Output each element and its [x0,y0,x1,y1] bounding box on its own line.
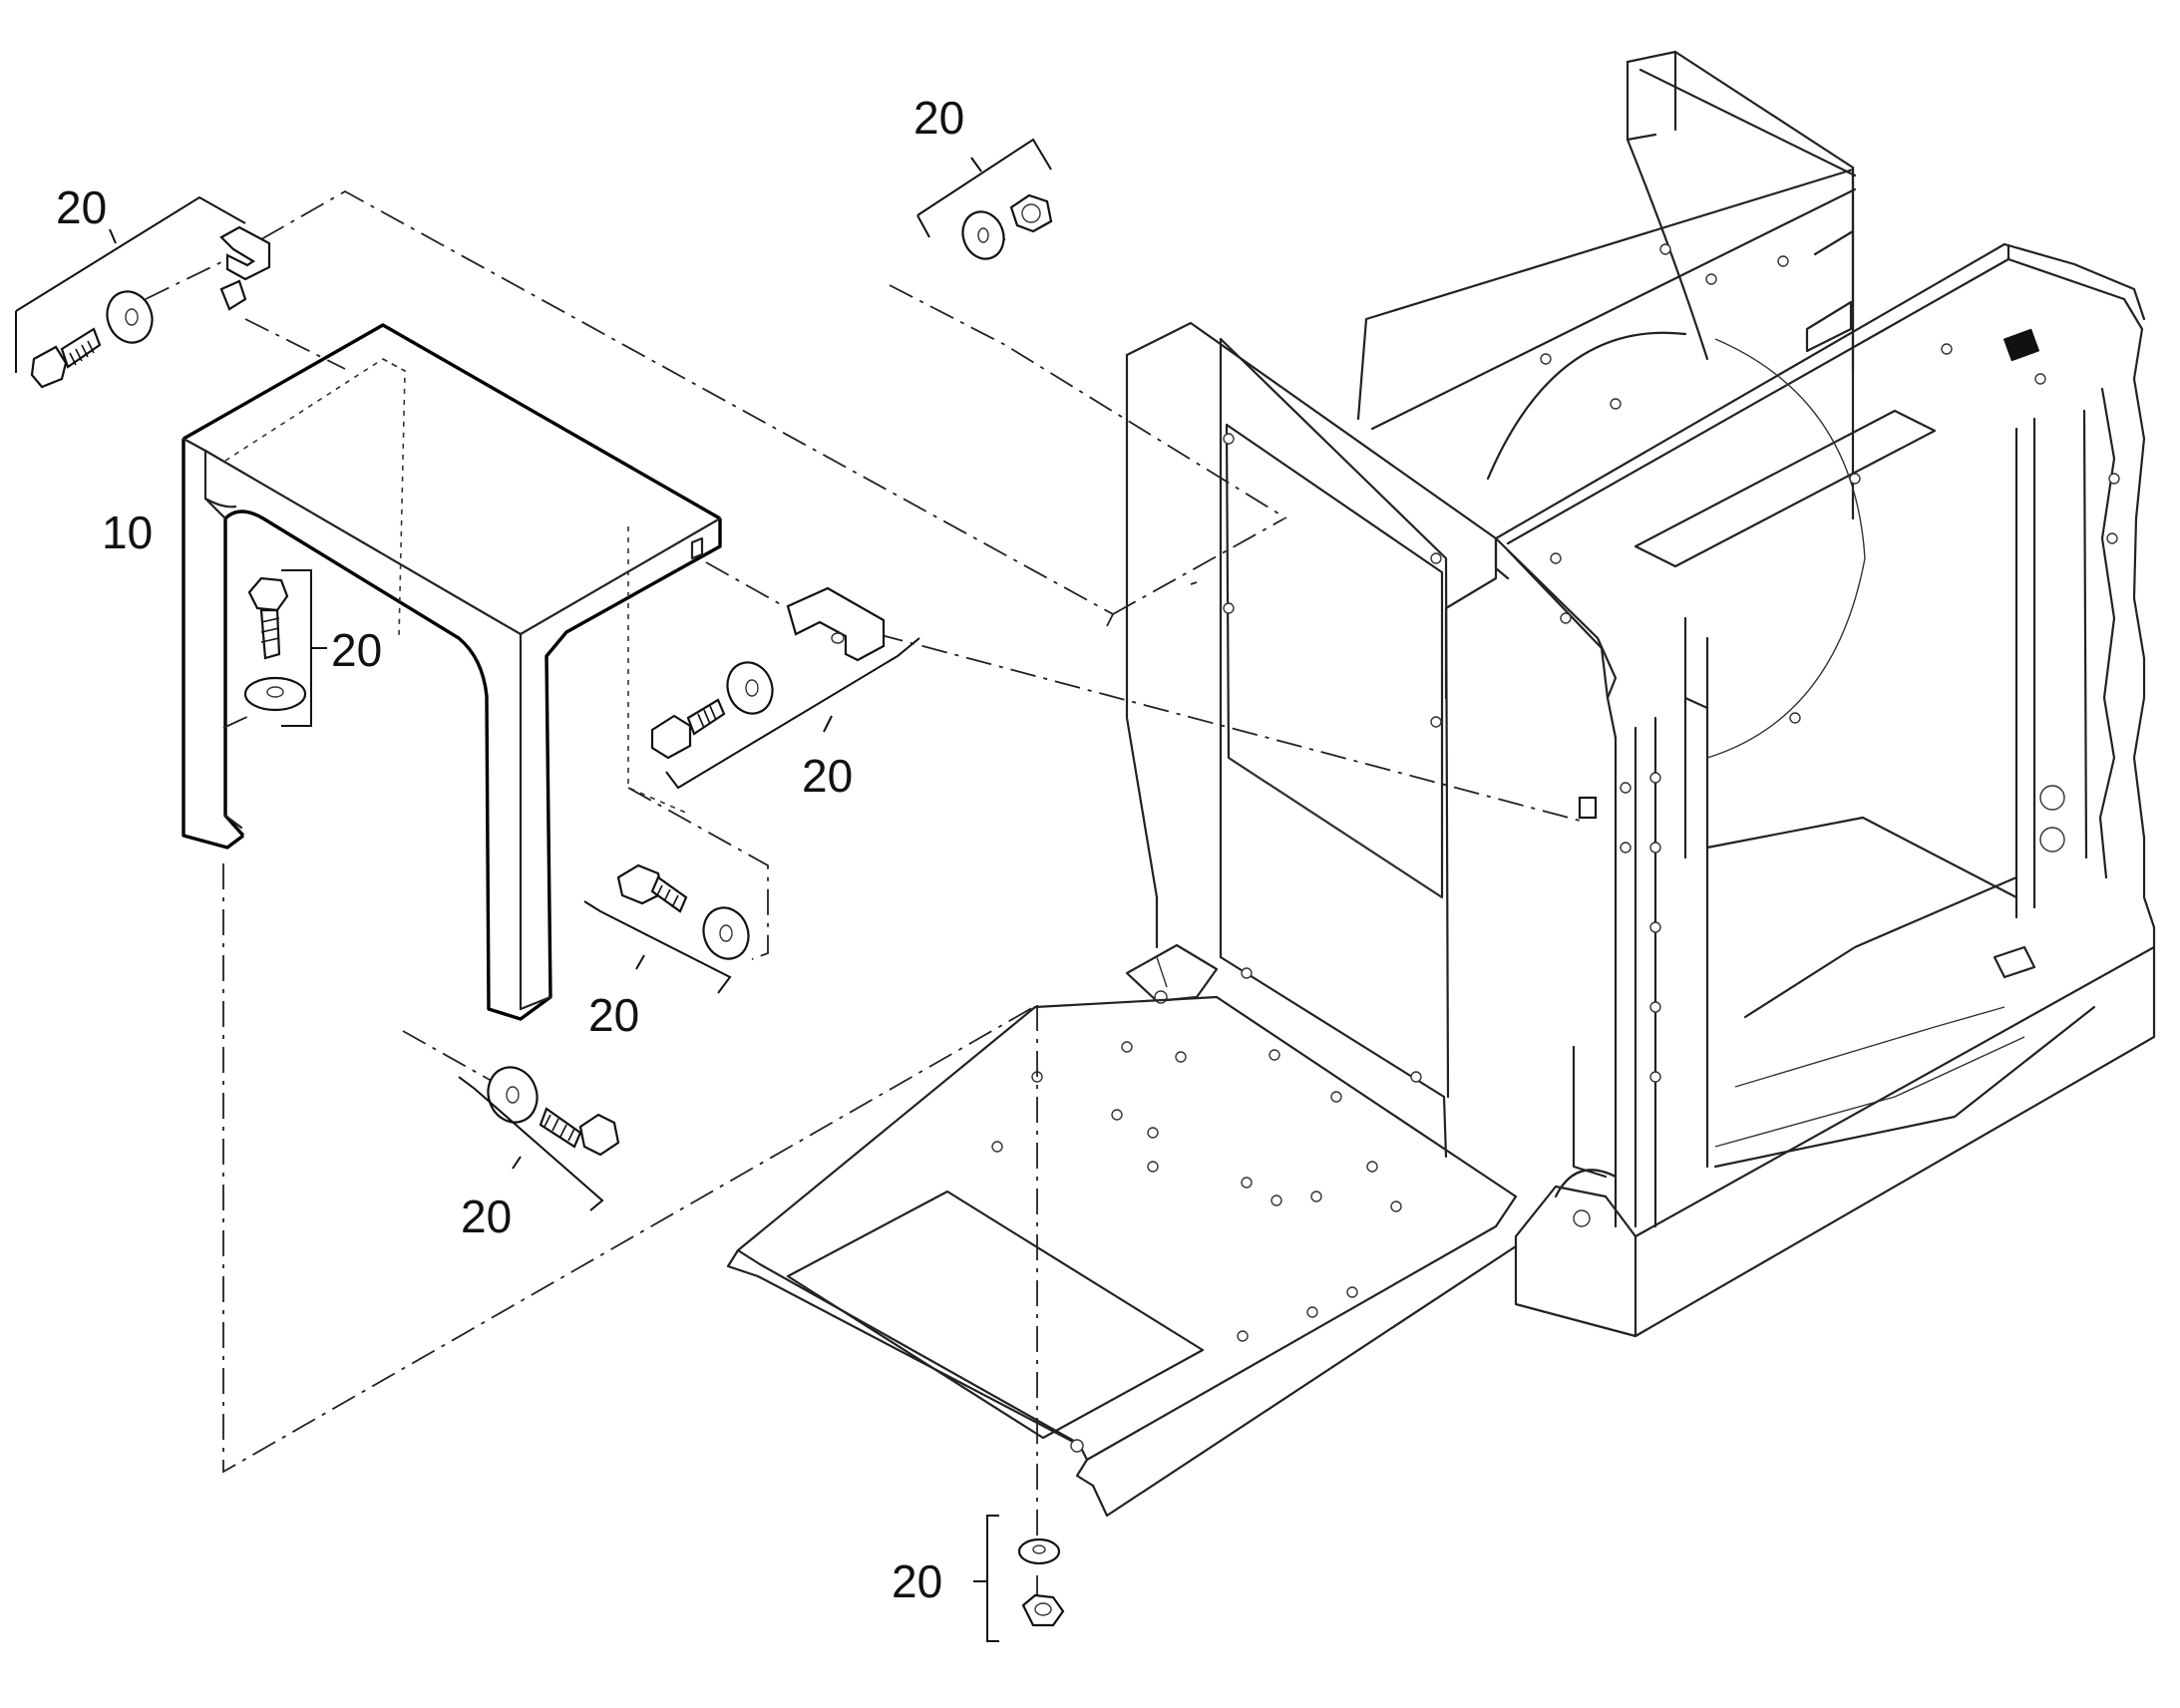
callout-20-right-mid: 20 [802,750,853,802]
callout-20-center: 20 [588,989,639,1041]
hardware-set-top [961,193,1053,260]
floor-plate [726,995,1518,1518]
hardware-set-right-mid [650,586,886,760]
callout-10: 10 [102,507,153,558]
hardware-set-bottom [1017,1537,1065,1627]
callout-labels: 10 20 20 20 20 20 20 20 [56,92,964,1607]
callout-20-bottom: 20 [892,1555,942,1607]
floor-holes [991,1041,1402,1453]
hardware-set-left-mid [243,576,307,712]
assembly-lines [145,189,1585,1595]
cover-part-10 [182,323,722,1021]
frame-holes [1540,243,2120,1227]
callout-20-top-left: 20 [56,181,107,233]
callout-20-top: 20 [913,92,964,144]
callout-20-bottom-left: 20 [461,1191,512,1242]
hardware-set-bottom-left [487,1066,620,1157]
callout-brackets [15,138,1052,1642]
machine-frame [1356,50,2156,1338]
hardware-set-center [616,863,750,960]
hardware-set-top-left [30,225,271,389]
callout-20-left-mid: 20 [331,624,382,676]
side-panel [1125,321,1598,1159]
